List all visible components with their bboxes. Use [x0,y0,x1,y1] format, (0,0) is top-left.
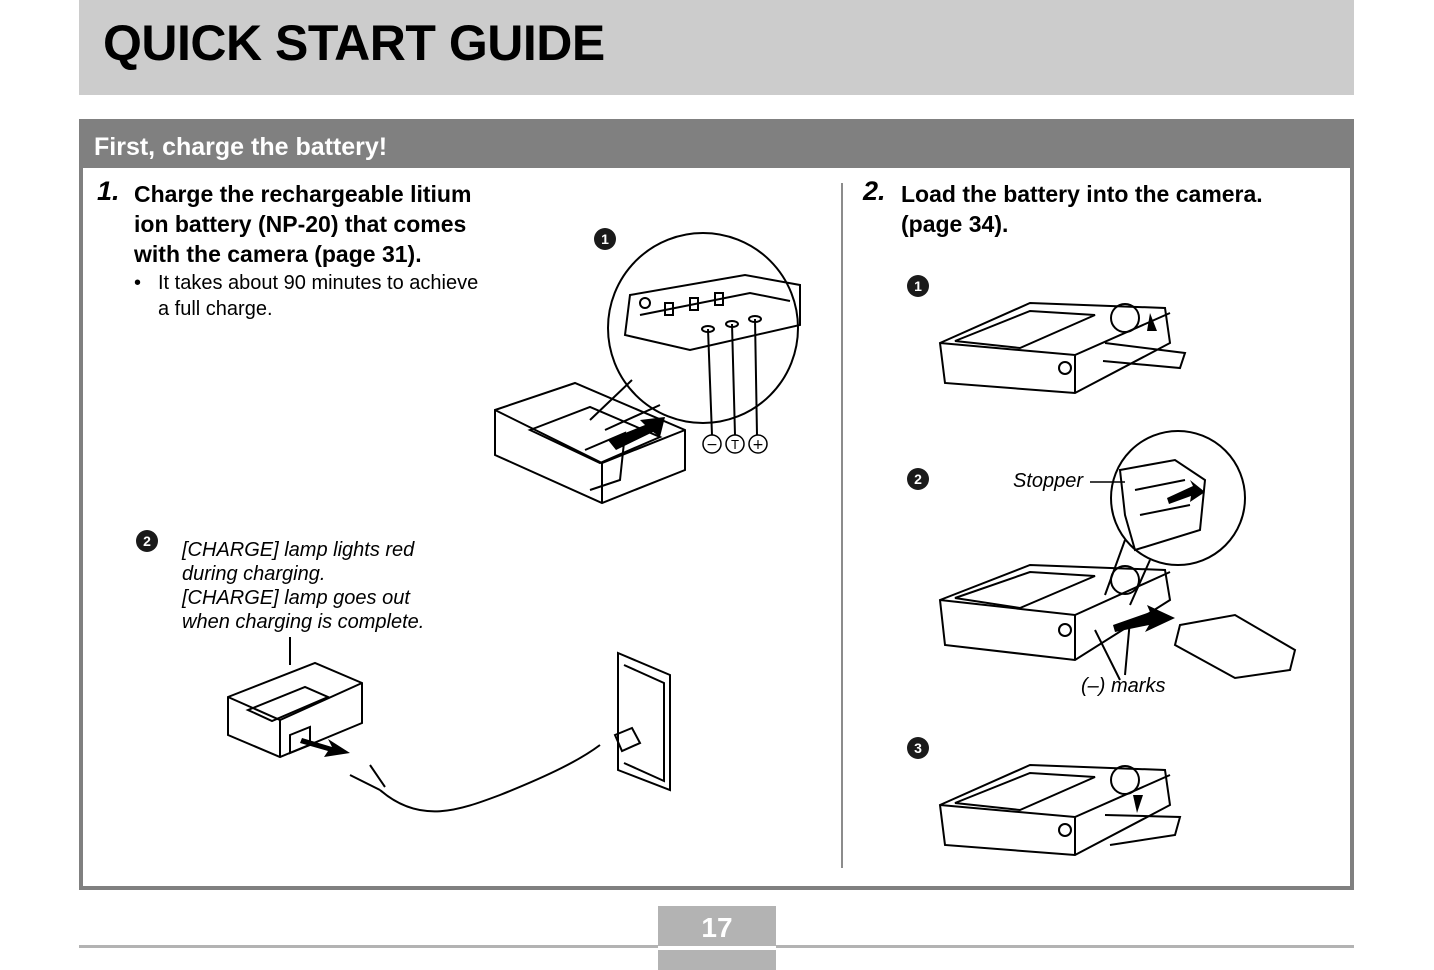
terminal-minus: − [706,437,718,453]
step1-bullet: • It takes about 90 minutes to achieve a… [134,270,479,322]
camera-insert-battery-illustration [938,430,1297,681]
step1-line: Charge the rechargeable litium [134,181,472,207]
caption-line: when charging is complete. [182,611,425,633]
bullet-line: It takes about 90 minutes to achieve [158,272,479,294]
section-title: First, charge the battery! [94,133,388,161]
charger-closeup-illustration: − T + [494,232,801,505]
step2-number: 2. [863,176,886,206]
step2-badge-1: 1 [907,275,929,297]
footer-rule-right [776,945,1354,948]
step2-badge-3: 3 [907,737,929,759]
section-bar: First, charge the battery! [83,123,1350,168]
page-header: QUICK START GUIDE [79,0,1354,95]
bullet-line: a full charge. [158,298,273,320]
step1-badge-1: 1 [594,228,616,250]
step1-badge-2: 2 [136,530,158,552]
footer-rule-left [79,945,658,948]
charge-lamp-caption: [CHARGE] lamp lights red during charging… [182,538,424,634]
page-number: 17 [658,906,776,946]
step1-line: with the camera (page 31). [134,241,422,267]
step2-text: Load the battery into the camera. (page … [901,179,1263,239]
step1-line: ion battery (NP-20) that comes [134,211,467,237]
stopper-label: Stopper [1013,470,1084,492]
page-number-tab [658,950,776,970]
step1-text: Charge the rechargeable litium ion batte… [134,179,471,269]
content-box: First, charge the battery! [79,119,1354,890]
terminal-t: T [730,438,739,452]
caption-line: [CHARGE] lamp goes out [182,587,410,609]
charger-plug-illustration [227,637,671,813]
step2-badge-2: 2 [907,468,929,490]
step2-line: Load the battery into the camera. [901,181,1263,207]
marks-label: (–) marks [1081,675,1166,697]
camera-open-cover-illustration [938,301,1187,395]
camera-close-cover-illustration [938,763,1182,857]
column-divider [841,183,843,868]
bullet-dot: • [134,272,142,294]
step1-number: 1. [97,176,120,206]
caption-line: during charging. [182,563,326,585]
page-title: QUICK START GUIDE [103,15,605,71]
terminal-plus: + [752,437,764,453]
step2-line: (page 34). [901,211,1009,237]
caption-line: [CHARGE] lamp lights red [182,539,415,561]
